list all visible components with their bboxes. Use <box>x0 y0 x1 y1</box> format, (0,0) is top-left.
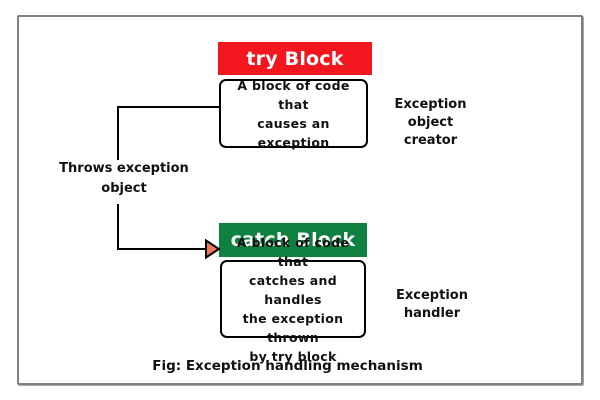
try-block-header: try Block <box>218 42 372 75</box>
catch-block-description: A block of code that catches and handles… <box>236 234 350 364</box>
try-block-description: A block of code that causes an exception <box>237 77 350 150</box>
try-block-body: A block of code that causes an exception <box>219 78 368 150</box>
try-block-title: try Block <box>246 47 344 70</box>
catch-block-header: catch Block <box>219 223 367 257</box>
throws-exception-label: Throws exception object <box>59 161 189 196</box>
catch-block-title: catch Block <box>230 229 356 251</box>
exception-handler-label: Exception handler <box>396 288 468 321</box>
exception-object-creator-label: Exception object creator <box>394 97 467 148</box>
figure-caption: Fig: Exception handling mechanism <box>152 358 423 374</box>
catch-block-body: A block of code that catches and handles… <box>220 235 366 364</box>
